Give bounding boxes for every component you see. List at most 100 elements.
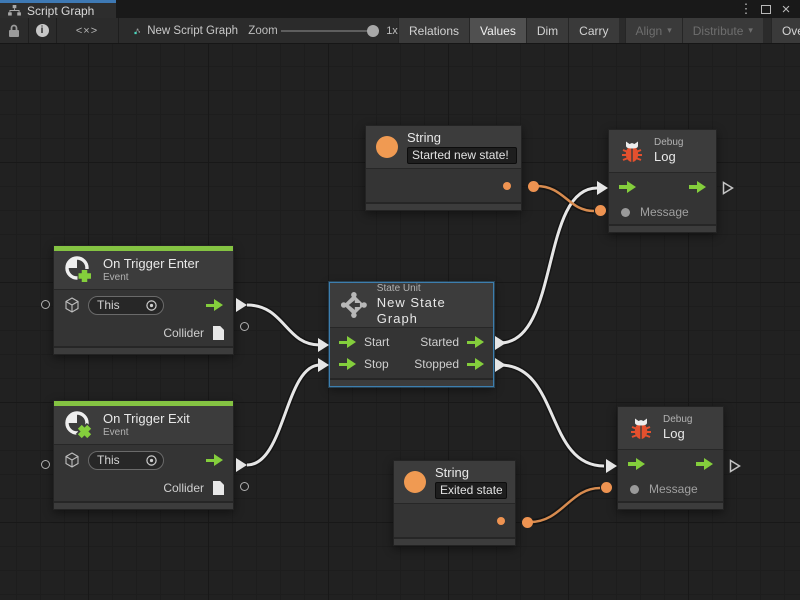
- node-string-bottom[interactable]: String: [393, 460, 516, 546]
- event-exit-icon: [65, 411, 94, 440]
- zoom-slider-knob[interactable]: [367, 25, 379, 37]
- info-button[interactable]: i: [28, 18, 56, 43]
- toolbar-button-overview[interactable]: Overview: [770, 18, 800, 43]
- window-close-button[interactable]: ×: [781, 0, 791, 18]
- event-target-input-port[interactable]: [41, 460, 50, 469]
- flow-output-port[interactable]: [206, 299, 223, 311]
- object-picker-icon: [146, 299, 157, 311]
- lock-icon: [9, 24, 19, 37]
- event-enter-icon: [65, 256, 92, 283]
- node-subtitle: Debug: [654, 136, 684, 148]
- port-label: Started: [420, 335, 459, 349]
- flow-output-port[interactable]: [696, 457, 713, 470]
- string-value-input[interactable]: [407, 146, 517, 164]
- port-label: Stop: [364, 357, 389, 371]
- flow-output-connected-arrow[interactable]: [236, 298, 247, 312]
- message-input-connected-dot[interactable]: [595, 205, 606, 216]
- flow-output-port[interactable]: [206, 454, 223, 466]
- gameobject-cube-icon: [65, 452, 79, 468]
- event-accent-bar: [54, 246, 233, 251]
- gameobject-cube-icon: [65, 297, 79, 313]
- bug-icon: [631, 418, 651, 439]
- node-title: On Trigger Exit: [103, 410, 190, 426]
- port-label: Message: [649, 482, 698, 496]
- string-output-port[interactable]: [503, 181, 511, 190]
- stop-input-connected-arrow[interactable]: [318, 358, 329, 372]
- started-output-connected-arrow[interactable]: [495, 336, 506, 350]
- toolbar-button-relations[interactable]: Relations: [398, 18, 470, 43]
- flow-output-unconnected-port[interactable]: [721, 180, 735, 196]
- string-literal-icon: [376, 136, 398, 158]
- wire-started-to-log: [499, 186, 598, 345]
- flow-output-unconnected-port[interactable]: [728, 458, 742, 474]
- window-maximize-button[interactable]: [756, 0, 776, 18]
- start-input-connected-arrow[interactable]: [318, 338, 329, 352]
- wire-enter-to-start: [246, 303, 321, 347]
- collider-output-port[interactable]: [240, 322, 249, 331]
- toolbar-button-dim[interactable]: Dim: [525, 18, 569, 43]
- script-graph-icon: [134, 28, 141, 34]
- code-view-toggle[interactable]: <×>: [56, 18, 118, 43]
- node-title: String: [435, 465, 469, 481]
- info-icon: i: [35, 24, 49, 37]
- flow-input-connected-arrow[interactable]: [606, 459, 617, 473]
- zoom-label: Zoom: [248, 24, 278, 37]
- flow-input-port-stop[interactable]: [339, 358, 356, 370]
- tab-bar: Script Graph ⋮ ×: [0, 0, 800, 18]
- message-input-port[interactable]: [621, 207, 630, 217]
- flow-output-port-stopped[interactable]: [467, 358, 484, 370]
- object-picker-icon: [146, 454, 157, 466]
- state-unit-icon: [340, 292, 367, 318]
- string-output-port-connected[interactable]: [528, 181, 539, 192]
- node-on-trigger-enter[interactable]: On Trigger Enter Event This Collider: [53, 245, 234, 355]
- node-subtitle: State Unit: [376, 282, 421, 294]
- zoom-value: 1x: [386, 24, 398, 37]
- node-string-top[interactable]: String: [365, 125, 522, 211]
- node-debug-log-top[interactable]: Debug Log Message: [608, 129, 717, 233]
- message-input-port[interactable]: [630, 484, 639, 494]
- wire-string-to-message-bottom: [529, 486, 601, 524]
- flow-input-connected-arrow[interactable]: [597, 181, 608, 195]
- port-label: Stopped: [414, 357, 459, 371]
- lock-button[interactable]: [0, 18, 28, 43]
- bug-icon: [622, 141, 642, 162]
- flow-output-port-started[interactable]: [467, 336, 484, 348]
- flow-output-port[interactable]: [689, 180, 706, 193]
- port-label: Collider: [163, 481, 204, 495]
- graph-canvas[interactable]: String Debug Log: [0, 44, 800, 600]
- node-state-unit[interactable]: State Unit New State Graph Start Started…: [329, 282, 494, 387]
- zoom-slider-track[interactable]: [281, 30, 373, 32]
- target-object-dropdown[interactable]: This: [88, 450, 164, 470]
- tab-script-graph[interactable]: Script Graph: [0, 0, 116, 18]
- collider-doc-icon: [213, 481, 224, 495]
- collider-output-port[interactable]: [240, 482, 249, 491]
- flow-input-port[interactable]: [619, 180, 636, 193]
- string-value-input[interactable]: [435, 481, 507, 499]
- node-title: On Trigger Enter: [103, 255, 200, 271]
- toolbar-button-carry[interactable]: Carry: [568, 18, 619, 43]
- toolbar-button-align[interactable]: Align ▾: [624, 18, 682, 43]
- event-target-input-port[interactable]: [41, 300, 50, 309]
- wire-exit-to-stop: [246, 363, 321, 467]
- string-output-port-connected[interactable]: [522, 517, 533, 528]
- toolbar-button-values[interactable]: Values: [469, 18, 526, 43]
- target-object-dropdown[interactable]: This: [88, 295, 164, 315]
- window-menu-button[interactable]: ⋮: [739, 1, 753, 16]
- node-subtitle: Event: [103, 271, 129, 283]
- stopped-output-connected-arrow[interactable]: [495, 358, 506, 372]
- string-literal-icon: [404, 471, 426, 493]
- node-debug-log-bottom[interactable]: Debug Log Message: [617, 406, 724, 510]
- node-on-trigger-exit[interactable]: On Trigger Exit Event This Collider: [53, 400, 234, 510]
- string-output-port[interactable]: [497, 516, 505, 525]
- flow-input-port-start[interactable]: [339, 336, 356, 348]
- flow-input-port[interactable]: [628, 457, 645, 470]
- node-title: String: [407, 130, 441, 146]
- tab-title: Script Graph: [27, 3, 95, 18]
- flow-output-connected-arrow[interactable]: [236, 458, 247, 472]
- graph-breadcrumb[interactable]: New Script Graph: [128, 18, 238, 43]
- graph-toolbar: i <×> New Script Graph Zoom 1x Relations…: [0, 18, 800, 44]
- port-label: Message: [640, 205, 689, 219]
- message-input-connected-dot[interactable]: [601, 482, 612, 493]
- toolbar-button-group: Relations Values Dim Carry Align ▾ Distr…: [398, 18, 800, 43]
- toolbar-button-distribute[interactable]: Distribute ▾: [681, 18, 763, 43]
